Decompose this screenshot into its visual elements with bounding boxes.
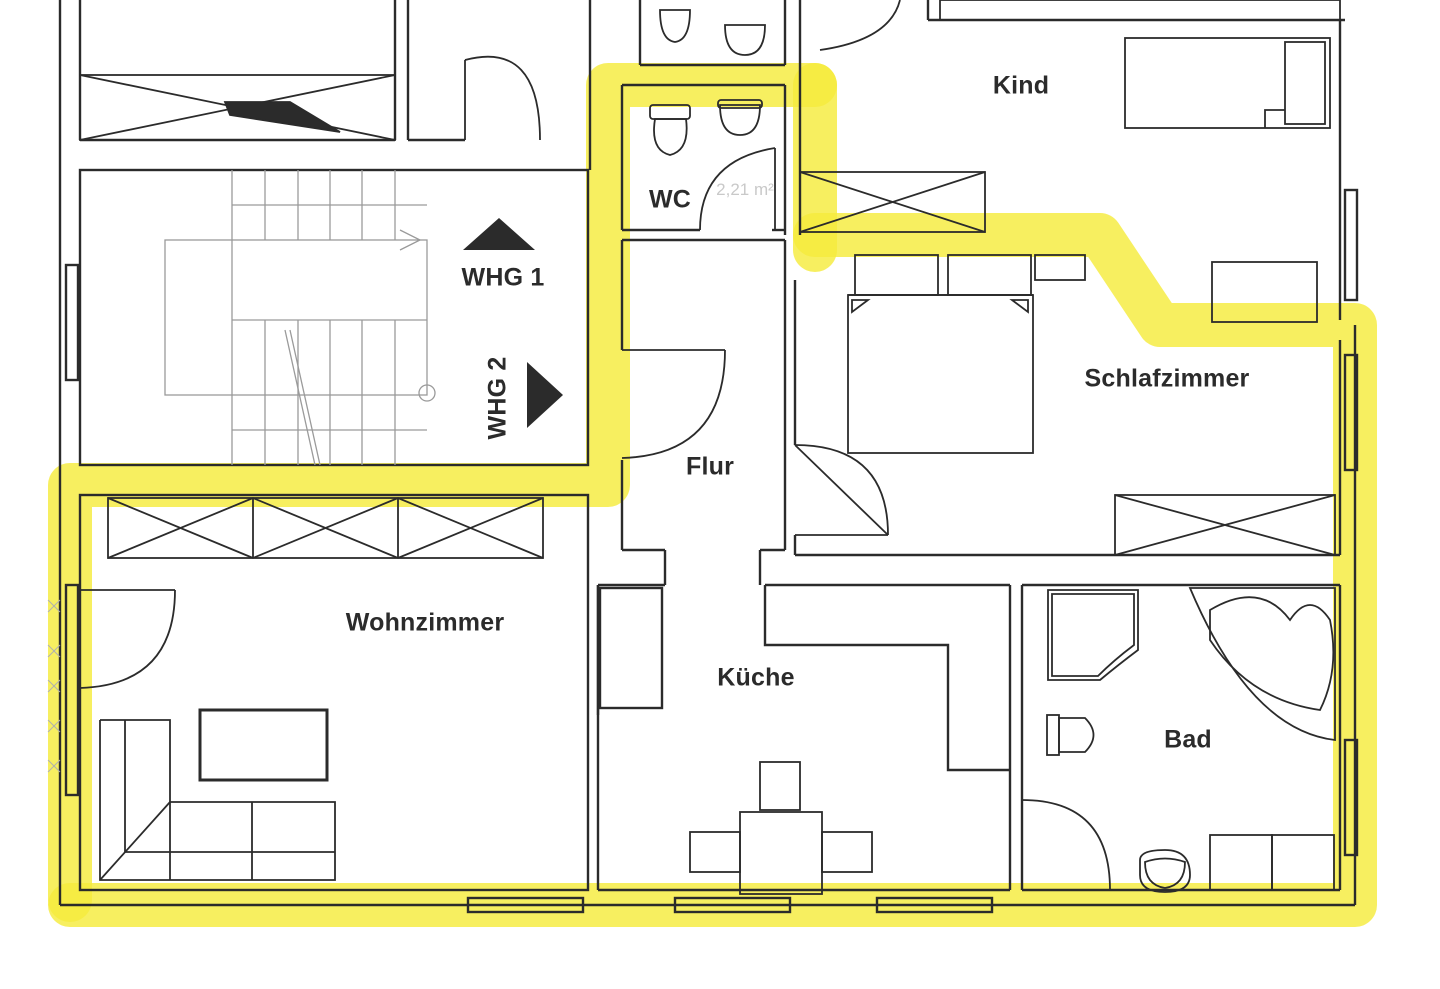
whg2-arrow-icon	[527, 362, 563, 428]
direction-arrows	[463, 218, 563, 428]
room-label-flur: Flur	[685, 452, 735, 481]
room-area-wc: 2,21 m²	[716, 180, 774, 199]
room-label-schlafzimmer: Schlafzimmer	[1084, 364, 1250, 393]
wall-dimension-ticks	[47, 599, 61, 773]
room-label-kueche: Küche	[717, 663, 795, 692]
whg1-arrow-icon	[463, 218, 535, 250]
room-label-bad: Bad	[1164, 725, 1212, 754]
staircase	[164, 170, 436, 466]
wardrobes	[79, 74, 1336, 559]
stair-label-whg1: WHG 1	[461, 263, 545, 292]
room-label-kind: Kind	[992, 71, 1050, 100]
room-label-wc: WC	[648, 185, 692, 214]
room-label-wohnzimmer: Wohnzimmer	[345, 608, 505, 637]
stair-label-whg2: WHG 2	[483, 356, 512, 440]
furniture	[99, 0, 1341, 895]
doors	[79, 0, 1111, 891]
